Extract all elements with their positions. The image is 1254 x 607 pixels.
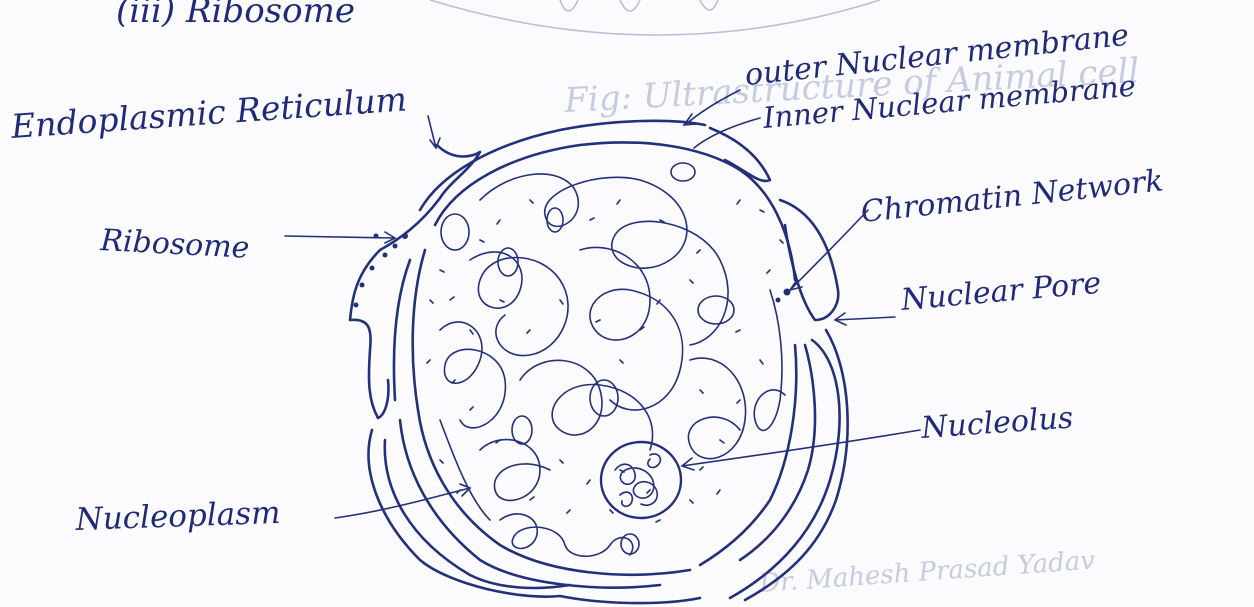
- endoplasmic-reticulum: [350, 145, 848, 603]
- chromatin-network: [440, 163, 785, 556]
- outer-nuclear-membrane: [394, 121, 838, 588]
- label-nucleolus: Nucleolus: [919, 400, 1074, 446]
- label-nucleoplasm: Nucleoplasm: [74, 495, 281, 538]
- bleed-through-signature: Dr. Mahesh Prasad Yadav: [757, 546, 1096, 599]
- bleed-through-outline: [430, 0, 880, 35]
- nucleolus: [601, 442, 681, 518]
- label-endoplasmic-reticulum: Endoplasmic Reticulum: [9, 79, 408, 146]
- inner-nuclear-membrane: [413, 142, 797, 574]
- label-ribosome: Ribosome: [99, 223, 251, 266]
- label-nuclear-pore: Nuclear Pore: [899, 266, 1103, 318]
- pointer-lines: [285, 90, 920, 518]
- label-chromatin-network: Chromatin Network: [859, 163, 1165, 230]
- header-fragment: (iii) Ribosome: [116, 0, 355, 31]
